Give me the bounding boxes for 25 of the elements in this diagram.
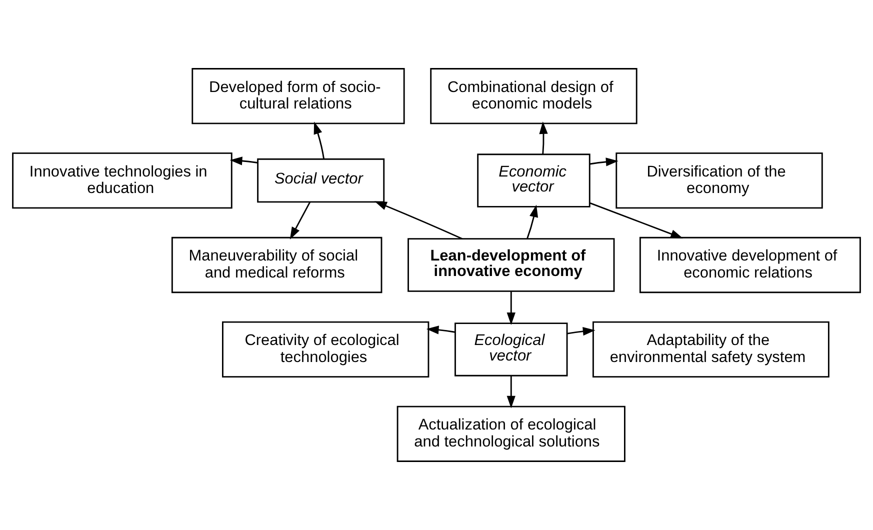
- arrow: [506, 376, 516, 408]
- arrow: [567, 327, 596, 336]
- node-box: Ecological vector: [454, 322, 568, 376]
- node-box: Creativity of ecological technologies: [222, 321, 430, 378]
- node-box: Lean-development of innovative economy: [408, 238, 615, 292]
- arrow: [590, 158, 618, 166]
- node-box: Diversification of the economy: [616, 152, 823, 209]
- arrow: [539, 122, 548, 154]
- node-box: Economic vector: [477, 154, 590, 208]
- arrow: [290, 202, 311, 240]
- arrow: [426, 326, 456, 334]
- arrow: [526, 204, 538, 239]
- node-box: Innovative technologies in education: [12, 152, 232, 209]
- node-box: Actualization of ecological and technological solutions: [396, 406, 626, 462]
- arrow: [374, 201, 462, 240]
- arrow: [506, 291, 516, 325]
- node-box: Combinational design of economic models: [430, 68, 638, 124]
- node-box: Adaptability of the environmental safety system: [592, 321, 830, 378]
- arrow: [230, 156, 258, 166]
- arrow: [590, 202, 684, 238]
- node-box: Innovative development of economic relations: [639, 236, 861, 294]
- arrow: [314, 122, 325, 160]
- node-box: Maneuverability of social and medical reforms: [171, 236, 382, 294]
- node-box: Social vector: [257, 158, 385, 203]
- node-box: Developed form of socio-cultural relations: [192, 68, 405, 124]
